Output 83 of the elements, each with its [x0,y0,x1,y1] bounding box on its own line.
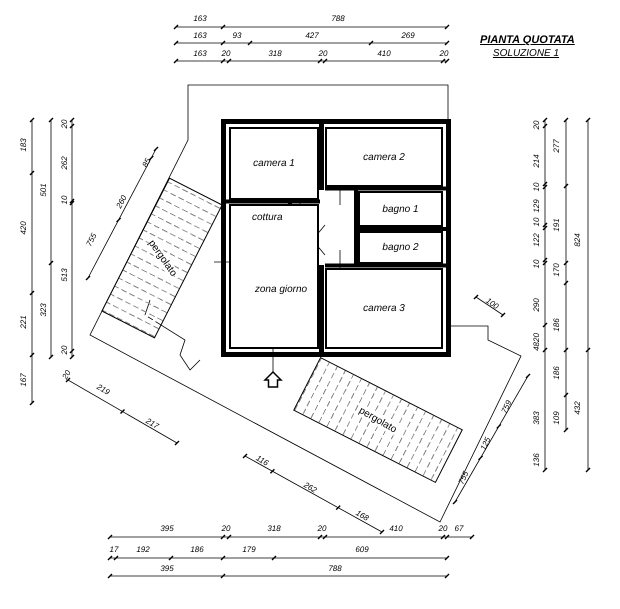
dimension-value: 260 [115,194,129,210]
dimension-value: 219 [95,383,111,397]
dimension-value: 383 [533,411,541,425]
dimension-value: 163 [193,50,207,58]
dimension-value: 168 [354,509,370,523]
dimension-value: 290 [533,298,541,312]
dimension-value: 20 [533,120,541,130]
dimension-value: 277 [553,139,561,153]
dimension-value: 262 [302,481,318,495]
dimension-value: 318 [267,525,281,533]
dimension-value: 432 [574,401,582,415]
dimension-value: 122 [533,233,541,247]
dimension-value: 170 [553,263,561,277]
dimension-value: 20 [222,50,230,58]
dimension-value: 427 [305,32,319,40]
dimension-value: 186 [553,366,561,380]
drawing-subtitle: SOLUZIONE 1 [492,49,560,59]
room-name: camera 3 [362,303,406,314]
dimension-value: 183 [20,138,28,152]
dimension-value: 788 [328,565,342,573]
dimension-value: 501 [40,183,48,197]
dimension-value: 262 [61,156,69,170]
dimension-value: 410 [389,525,403,533]
dimension-value: 4820 [533,333,541,351]
dimension-value: 163 [193,32,207,40]
dimension-value: 186 [190,546,204,554]
dimension-value: 67 [454,525,464,533]
dimension-value: 20 [318,50,328,58]
dimension-value: 10 [61,196,69,204]
dimension-value: 20 [61,346,69,354]
drawing-title: PIANTA QUOTATA [480,34,575,46]
dimension-value: 17 [110,546,118,554]
dimension-value: 10 [533,218,541,226]
dimension-value: 221 [20,315,28,329]
dimension-value: 217 [144,417,160,431]
dimension-value: 269 [401,32,415,40]
dimension-value: 192 [136,546,150,554]
dimension-value: 410 [377,50,391,58]
room [229,127,319,200]
dimension-value: 116 [254,454,270,468]
dimension-value: 125 [480,436,492,452]
dimension-value: 179 [242,546,256,554]
dimension-value: 163 [193,15,207,23]
dimension-value: 395 [160,525,174,533]
dimension-value: 109 [553,411,561,425]
dimension-value: 513 [61,268,69,282]
dimension-value: 100 [484,296,500,312]
dimension-value: 759 [500,399,514,415]
dimension-value: 755 [458,470,470,486]
room-name: camera 1 [252,158,296,169]
dimension-value: 788 [331,15,345,23]
dimension-value: 20 [318,525,326,533]
dimension-value: 10 [533,182,541,192]
dimension-value: 167 [20,373,28,387]
dimension-value: 191 [553,218,561,232]
dimension-value: 755 [85,232,99,248]
dimension-value: 129 [533,199,541,213]
room-name: camera 2 [362,152,406,162]
room-name: bagno 2 [381,242,420,253]
dimension-value: 10 [533,260,541,268]
dimension-value: 318 [268,50,282,58]
room [229,204,319,349]
room-name: zona giorno [254,284,308,295]
dimension-value: 323 [40,303,48,317]
room [358,231,443,264]
dimension-value: 214 [533,154,541,168]
dimension-value: 93 [232,32,242,40]
dimension-value: 20 [440,50,448,58]
room-name: cottura [251,212,284,223]
dimension-value: 20 [222,525,230,533]
room [325,127,443,187]
dimension-value: 20 [61,120,69,128]
room [358,191,443,227]
dimension-value: 609 [355,546,369,554]
dimension-value: 20 [438,525,448,533]
dimension-value: 395 [160,565,174,573]
dimension-value: 20 [61,369,73,381]
dimension-value: 186 [553,318,561,332]
dimension-value: 824 [574,233,582,247]
room-name: bagno 1 [381,204,420,214]
dimension-value: 420 [20,221,28,235]
dimension-value: 136 [533,453,541,467]
room [325,268,443,349]
